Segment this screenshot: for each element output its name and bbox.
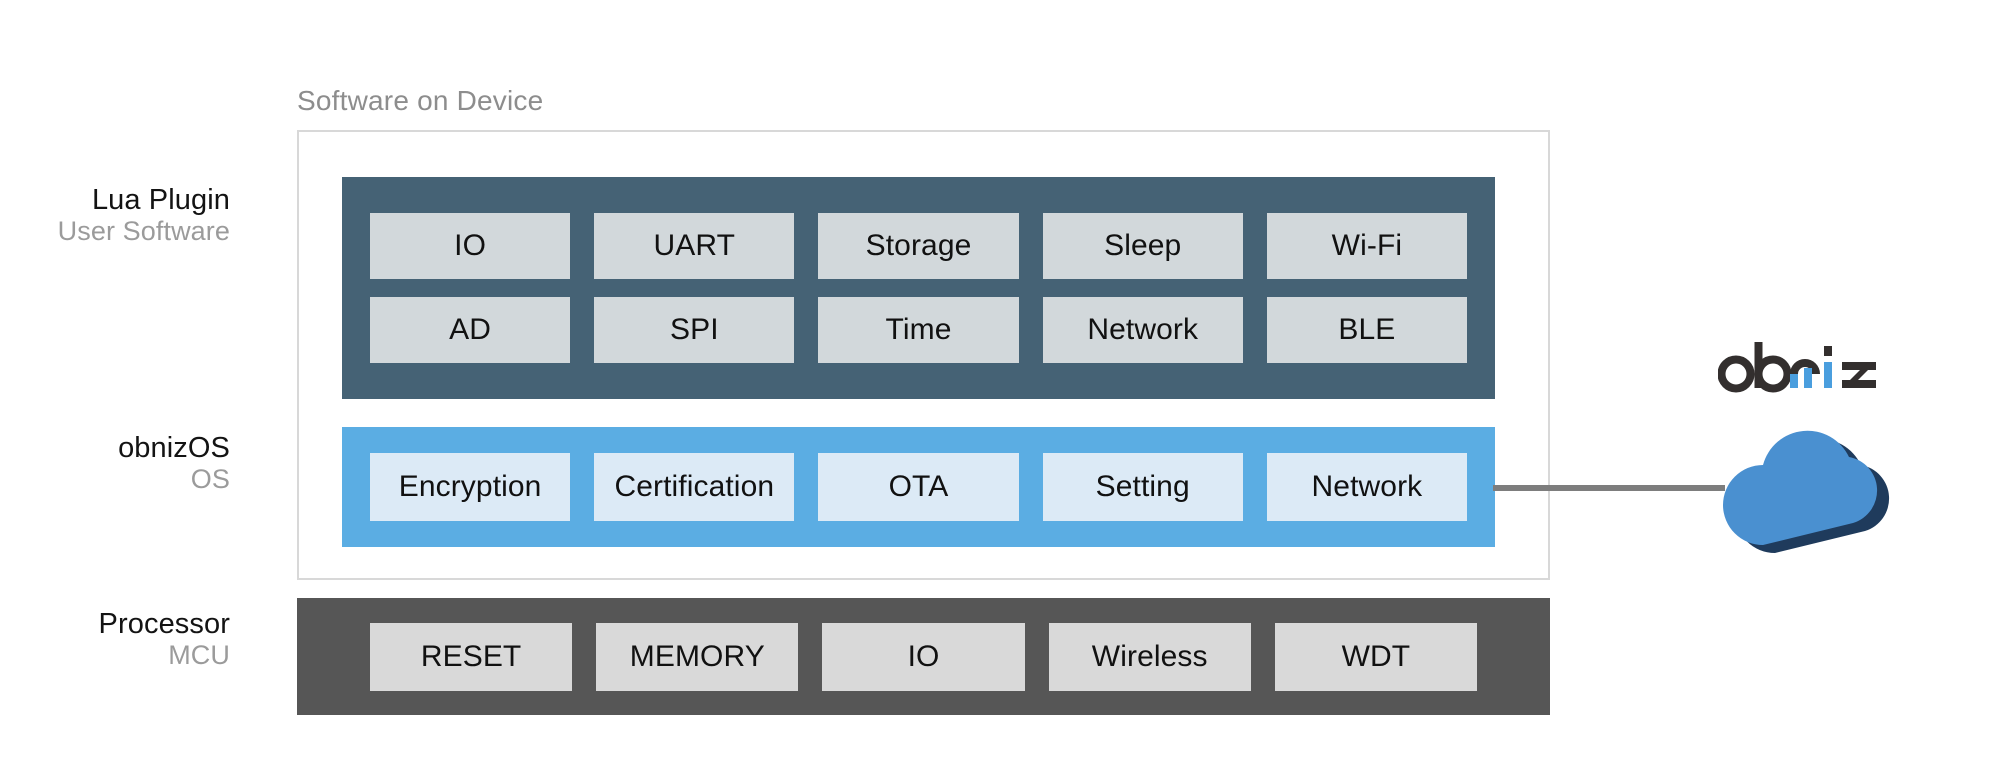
tile-sleep[interactable]: Sleep bbox=[1042, 213, 1243, 279]
tile-setting[interactable]: Setting bbox=[1042, 453, 1243, 521]
tile-ad[interactable]: AD bbox=[370, 297, 571, 363]
tile-spi[interactable]: SPI bbox=[594, 297, 795, 363]
tile-time[interactable]: Time bbox=[818, 297, 1019, 363]
cloud-connector-line bbox=[1493, 485, 1725, 491]
section-caption: Software on Device bbox=[297, 85, 544, 116]
row-label-primary: Processor bbox=[98, 608, 230, 640]
cloud-icon bbox=[1703, 405, 1903, 565]
tile-encryption[interactable]: Encryption bbox=[370, 453, 571, 521]
lua-tile-row-1: IO UART Storage Sleep Wi-Fi bbox=[370, 213, 1468, 279]
tile-certification[interactable]: Certification bbox=[594, 453, 795, 521]
row-label-lua-plugin: Lua Plugin User Software bbox=[0, 184, 230, 247]
tile-io[interactable]: IO bbox=[822, 622, 1025, 691]
tile-reset[interactable]: RESET bbox=[370, 622, 573, 691]
tile-network[interactable]: Network bbox=[1266, 453, 1468, 521]
row-label-secondary: User Software bbox=[57, 216, 230, 247]
tile-io[interactable]: IO bbox=[370, 213, 571, 279]
tile-wdt[interactable]: WDT bbox=[1274, 622, 1478, 691]
obnizos-tile-row: Encryption Certification OTA Setting Net… bbox=[370, 453, 1468, 521]
obniz-logo bbox=[1718, 340, 1888, 396]
lua-tile-row-2: AD SPI Time Network BLE bbox=[370, 297, 1468, 363]
tile-network[interactable]: Network bbox=[1042, 297, 1243, 363]
panel-obnizos: Encryption Certification OTA Setting Net… bbox=[342, 427, 1495, 547]
panel-processor: RESET MEMORY IO Wireless WDT bbox=[297, 598, 1550, 715]
tile-memory[interactable]: MEMORY bbox=[596, 622, 799, 691]
tile-storage[interactable]: Storage bbox=[818, 213, 1019, 279]
tile-ble[interactable]: BLE bbox=[1266, 297, 1468, 363]
tile-wifi[interactable]: Wi-Fi bbox=[1266, 213, 1468, 279]
row-label-obnizos: obnizOS OS bbox=[0, 432, 230, 495]
processor-tile-row: RESET MEMORY IO Wireless WDT bbox=[370, 622, 1478, 691]
row-label-primary: obnizOS bbox=[118, 432, 230, 464]
row-label-secondary: OS bbox=[190, 464, 230, 495]
tile-ota[interactable]: OTA bbox=[818, 453, 1019, 521]
tile-wireless[interactable]: Wireless bbox=[1048, 622, 1251, 691]
row-label-primary: Lua Plugin bbox=[91, 184, 230, 216]
row-label-processor: Processor MCU bbox=[0, 608, 230, 671]
panel-lua-plugin: IO UART Storage Sleep Wi-Fi AD SPI Time … bbox=[342, 177, 1495, 399]
tile-uart[interactable]: UART bbox=[594, 213, 795, 279]
row-label-secondary: MCU bbox=[168, 640, 230, 671]
